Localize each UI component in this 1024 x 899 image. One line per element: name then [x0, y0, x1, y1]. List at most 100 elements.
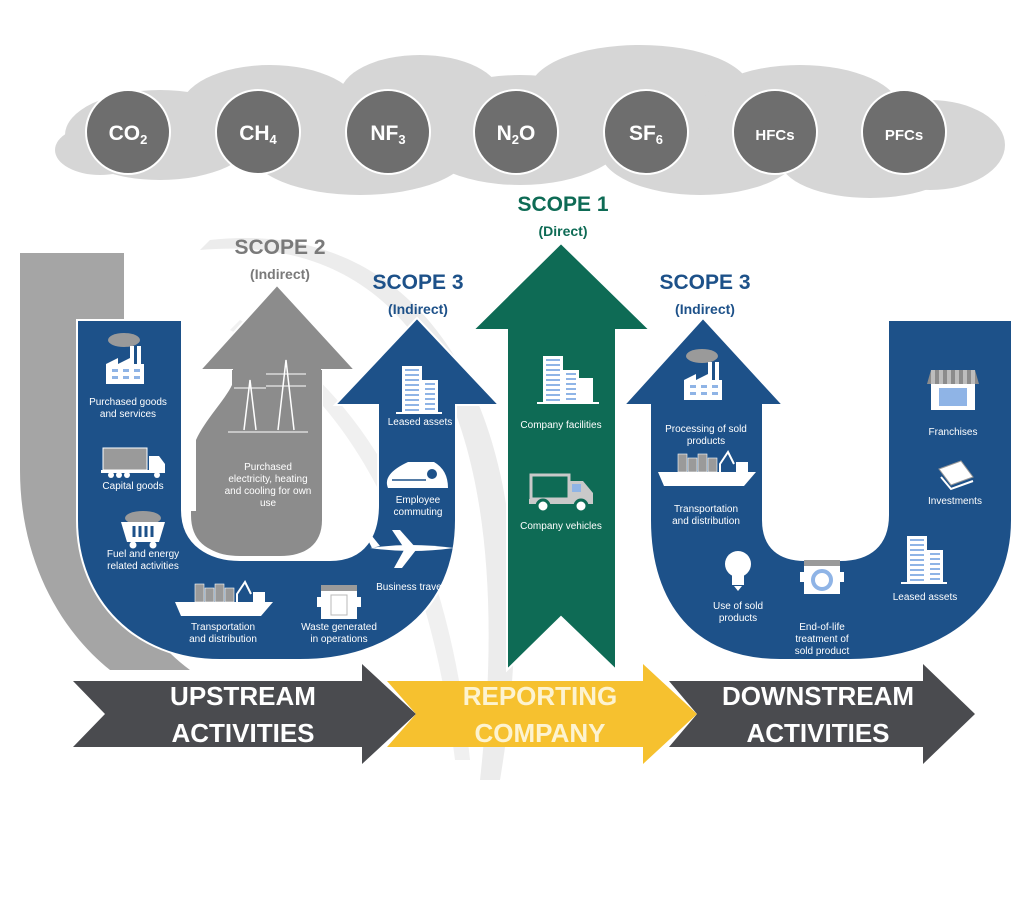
item-label: Business travel [376, 582, 444, 593]
gas-label: CH4 [239, 122, 277, 147]
coal-cart-icon [121, 511, 165, 549]
item-label: Fuel and energy [107, 549, 179, 560]
gas-circle [732, 89, 818, 175]
downstream-label-line1: DOWNSTREAM [722, 681, 914, 711]
item-label: and distribution [672, 516, 740, 527]
upstream-flow-arrow [73, 664, 416, 764]
greenhouse-gases: CO2 CH4 NF3 N2O SF6 HFCs PFCs [85, 89, 947, 175]
scope2-subtitle: (Indirect) [250, 266, 310, 282]
scope3-upstream-subtitle: (Indirect) [388, 301, 448, 317]
item-label: Leased assets [388, 417, 453, 428]
item-label: and cooling for own [225, 486, 312, 497]
upstream-label-line2: ACTIVITIES [171, 718, 314, 748]
dumpster-icon [317, 585, 361, 619]
downstream-item: Franchises [927, 370, 979, 438]
gas-circle [345, 89, 431, 175]
scope1-title: SCOPE 1 [517, 193, 608, 216]
gas-co2: CO2 [85, 89, 171, 175]
office-building-icon [396, 366, 442, 414]
item-label: Purchased goods [89, 397, 167, 408]
cargo-ship-icon [175, 580, 273, 616]
gas-label: CO2 [109, 122, 148, 147]
gas-n2o: N2O [473, 89, 559, 175]
downstream-label-line2: ACTIVITIES [746, 718, 889, 748]
reporting-flow-arrow [387, 664, 697, 764]
office-building-icon [901, 536, 947, 584]
item-label: Company facilities [520, 420, 601, 431]
gas-pfcs: PFCs [861, 89, 947, 175]
power-pylon-icon [228, 359, 308, 433]
scope3-downstream-heading: SCOPE 3 (Indirect) [659, 271, 750, 317]
factory-icon [106, 333, 144, 384]
gas-label: NF3 [370, 122, 405, 147]
scope3-upstream-title: SCOPE 3 [372, 271, 463, 294]
airplane-icon [366, 530, 454, 568]
factory-icon [684, 349, 722, 400]
storefront-icon [927, 370, 979, 410]
gas-label: N2O [497, 122, 536, 147]
cash-stack-icon [938, 460, 974, 491]
scope3-upstream-heading: SCOPE 3 (Indirect) [372, 271, 463, 317]
item-label: Purchased [244, 462, 292, 473]
scope3-downstream-subtitle: (Indirect) [675, 301, 735, 317]
gas-label: HFCs [755, 127, 794, 144]
reporting-flow-label: REPORTING COMPANY [463, 681, 618, 748]
item-label: products [719, 613, 757, 624]
gas-circle [473, 89, 559, 175]
scope2-arrow-body [196, 370, 322, 556]
recycling-dumpster-icon [800, 560, 844, 594]
item-label: and distribution [189, 634, 257, 645]
item-label: Transportation [674, 504, 738, 515]
downstream-item: Investments [928, 460, 982, 507]
item-label: Processing of sold [665, 424, 747, 435]
upstream-item: Capital goods [101, 447, 165, 492]
scope3-downstream-title: SCOPE 3 [659, 271, 750, 294]
truck-icon [101, 447, 165, 478]
light-bulb-icon [725, 551, 751, 591]
scope2-heading: SCOPE 2 (Indirect) [234, 236, 325, 282]
item-label: in operations [310, 634, 367, 645]
item-label: End-of-life [799, 622, 845, 633]
scope1-heading: SCOPE 1 (Direct) [517, 193, 608, 239]
company-buildings-icon [537, 356, 599, 404]
scope1-item: Company vehicles [520, 473, 602, 532]
scope2-title: SCOPE 2 [234, 236, 325, 259]
scope1-arrow [470, 241, 653, 673]
item-label: Investments [928, 496, 982, 507]
reporting-label-line2: COMPANY [475, 718, 606, 748]
item-label: products [687, 436, 725, 447]
gas-circle [603, 89, 689, 175]
upstream-label-line1: UPSTREAM [170, 681, 316, 711]
upstream-item: Business travel [366, 530, 454, 593]
item-label: Capital goods [102, 481, 163, 492]
upstream-item: Leased assets [388, 366, 453, 428]
item-label: commuting [394, 507, 443, 518]
gas-nf3: NF3 [345, 89, 431, 175]
item-label: Company vehicles [520, 521, 602, 532]
train-icon [386, 462, 448, 488]
downstream-flow-arrow [669, 664, 975, 764]
upstream-flow-label: UPSTREAM ACTIVITIES [170, 681, 316, 748]
gas-label: SF6 [629, 122, 663, 147]
scope1-item: Company facilities [520, 356, 602, 431]
item-label: treatment of [795, 634, 849, 645]
gas-hfcs: HFCs [732, 89, 818, 175]
gas-circle [861, 89, 947, 175]
gas-ch4: CH4 [215, 89, 301, 175]
cargo-ship-icon [658, 450, 756, 486]
gas-sf6: SF6 [603, 89, 689, 175]
downstream-flow-label: DOWNSTREAM ACTIVITIES [722, 681, 914, 748]
item-label: Leased assets [893, 592, 958, 603]
gas-circle [215, 89, 301, 175]
downstream-item: Leased assets [893, 536, 958, 603]
